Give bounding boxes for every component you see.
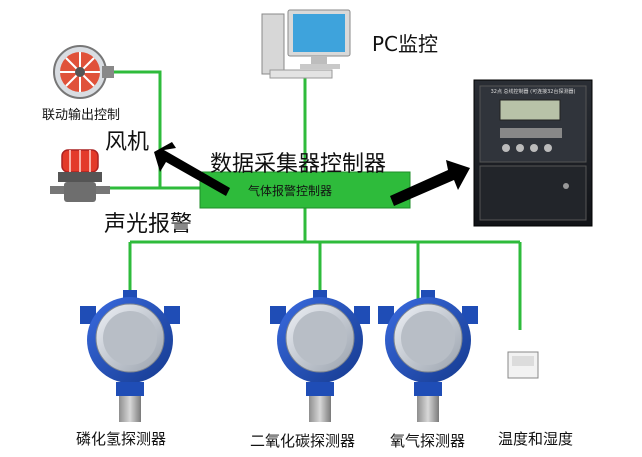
detector-3-label: 氧气探测器: [390, 432, 466, 450]
bus-wiring: [110, 70, 522, 330]
controller-box-label: 气体报警控制器: [248, 184, 333, 198]
fan-icon: [53, 45, 114, 99]
detector-2-device: [270, 290, 370, 422]
detector-1-label: 磷化氢探测器: [76, 430, 167, 448]
pc-monitor-label: PC监控: [372, 32, 439, 56]
detector-1-device: [80, 290, 180, 422]
fan-label: 风机: [105, 130, 150, 155]
detector-2-label: 二氧化碳探测器: [250, 432, 356, 450]
panel-header-text: 32点 总线控制器 (可连接32台探测器): [491, 88, 576, 95]
detector-3-device: [378, 290, 478, 422]
gas-alarm-controller-box: [199, 171, 411, 209]
alarm-label: 声光报警: [104, 212, 193, 237]
pc-monitor-icon: [261, 9, 351, 79]
alarm-light-icon: [50, 149, 110, 202]
control-panel-device: [473, 79, 593, 227]
temp-humidity-label: 温度和湿度: [498, 430, 574, 448]
arrow-to-panel: [390, 160, 470, 206]
arrow-to-fan: [154, 142, 230, 196]
temp-humidity-sensor-device: [507, 351, 539, 379]
collector-label: 数据采集器控制器: [210, 152, 387, 177]
linkage-output-label: 联动输出控制: [42, 108, 121, 123]
